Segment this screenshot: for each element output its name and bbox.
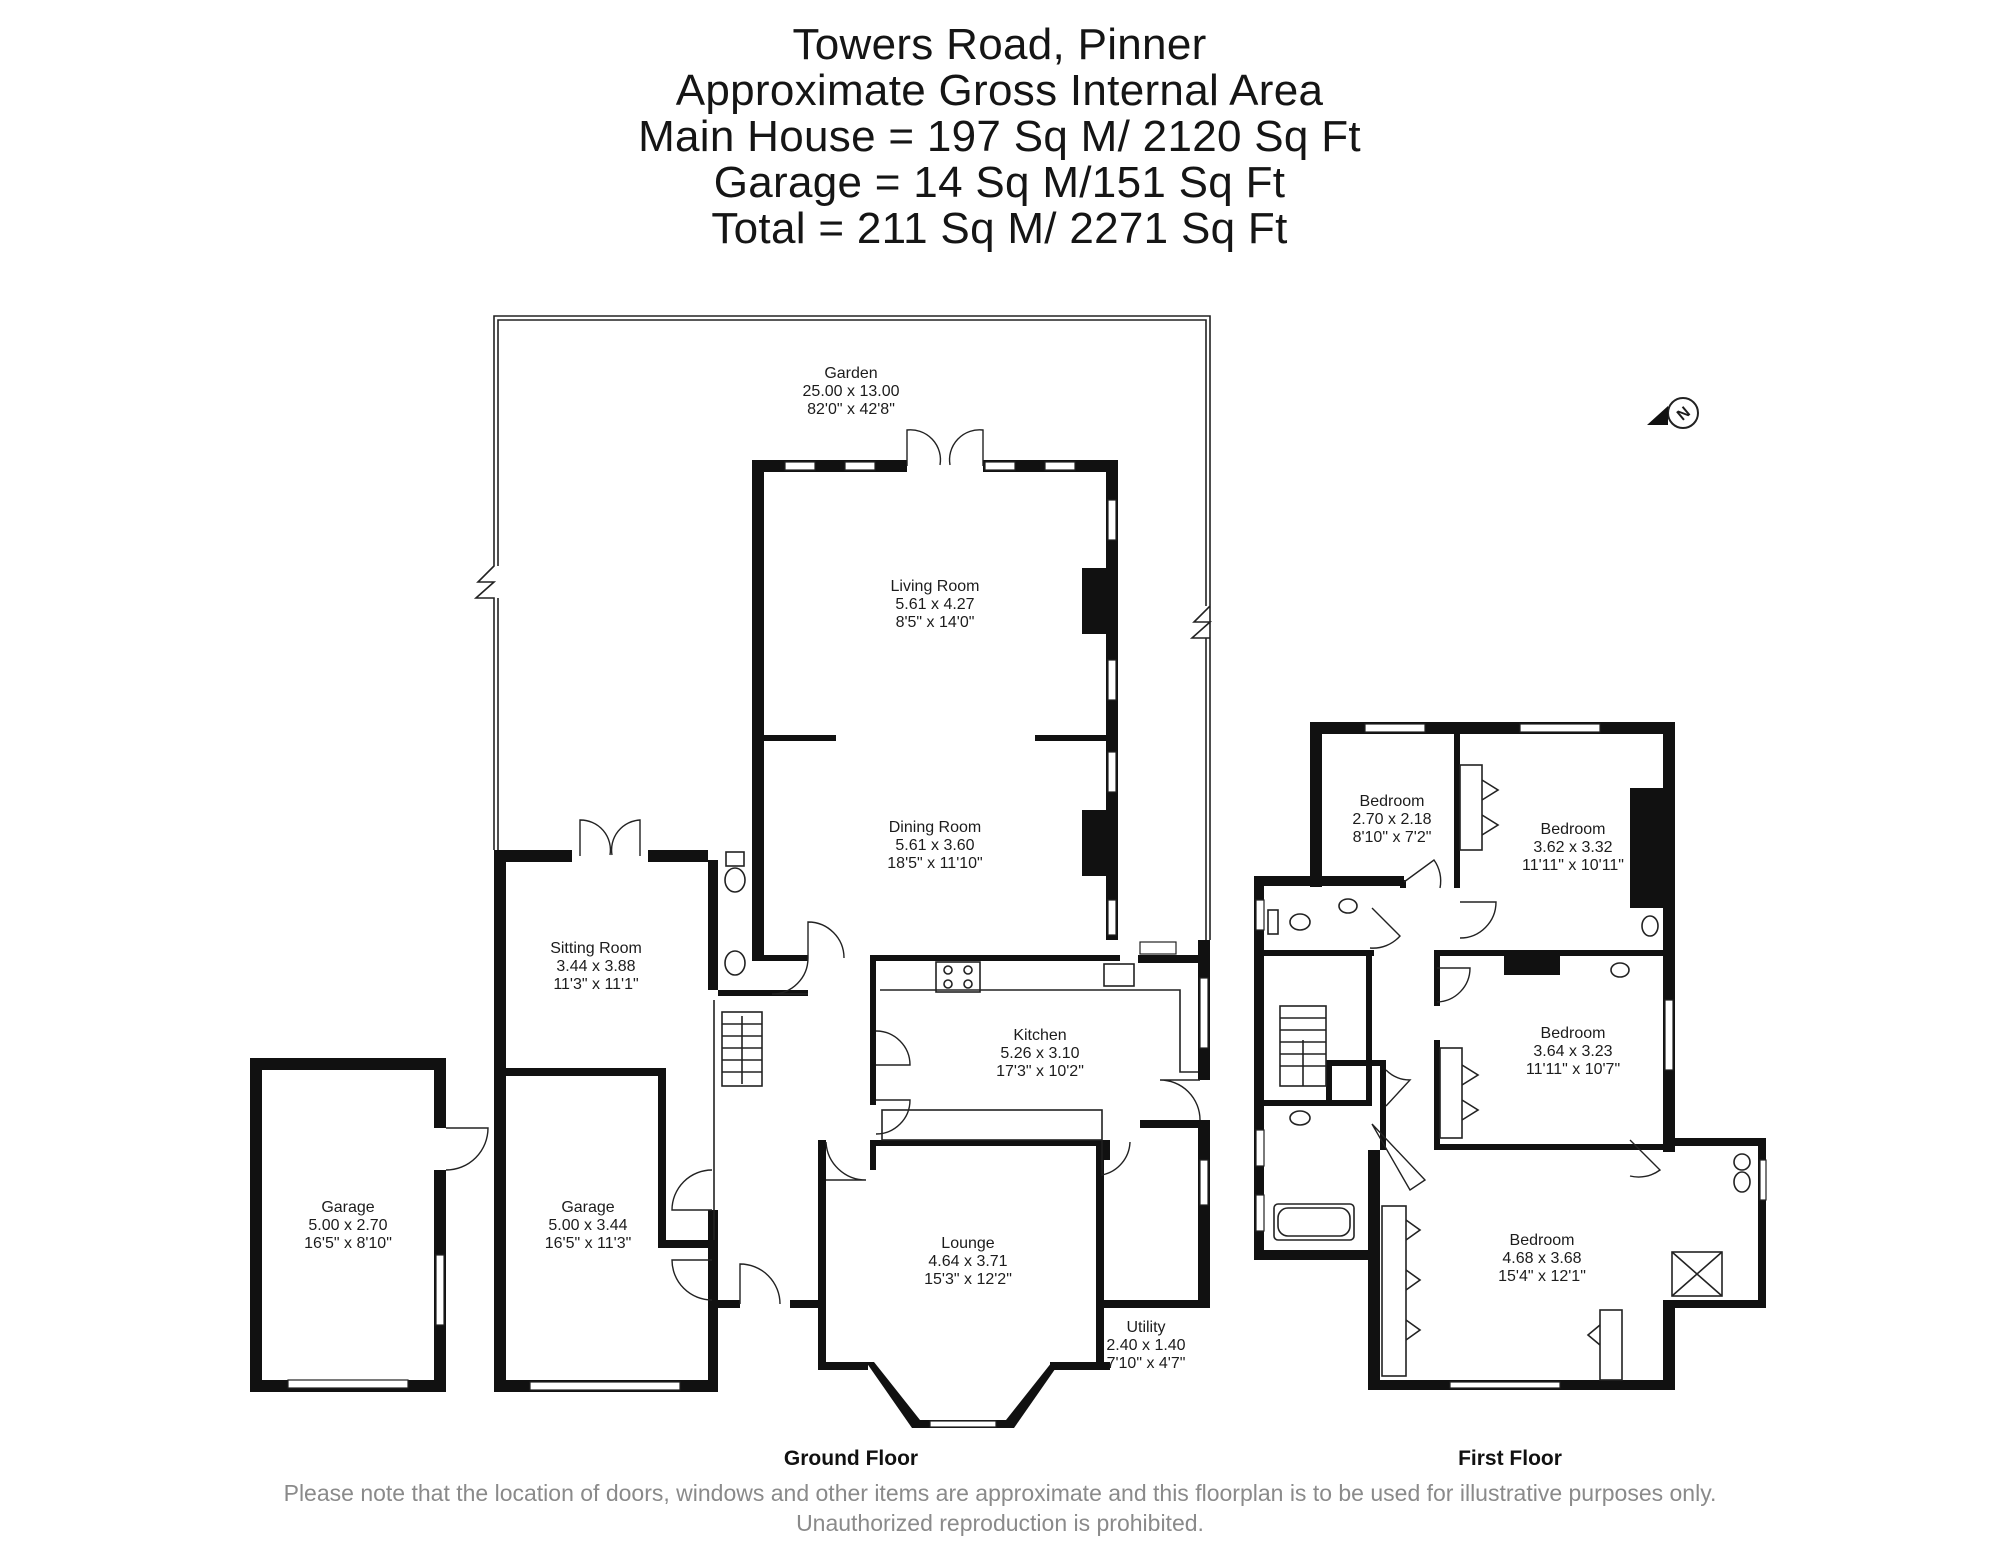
- property-address: Towers Road, Pinner: [792, 20, 1207, 69]
- living-imperial: 8'5" x 14'0": [896, 614, 975, 631]
- total-area: Total = 211 Sq M/ 2271 Sq Ft: [711, 204, 1288, 253]
- first-floor-fittings: [1267, 764, 1751, 1381]
- room-utility: Utility 2.40 x 1.40 7'10" x 4'7": [1106, 1319, 1185, 1372]
- detached-garage: [250, 1058, 489, 1392]
- living-name: Living Room: [891, 578, 980, 595]
- compass-icon: N: [1647, 397, 1699, 429]
- lounge-metric: 4.64 x 3.71: [928, 1253, 1007, 1270]
- bed3-name: Bedroom: [1541, 1025, 1606, 1042]
- garden-imperial: 82'0" x 42'8": [807, 401, 895, 418]
- room-sitting: Sitting Room 3.44 x 3.88 11'3" x 11'1": [550, 940, 642, 993]
- bed3-metric: 3.64 x 3.23: [1533, 1043, 1612, 1060]
- garage1-name: Garage: [321, 1199, 374, 1216]
- lounge-imperial: 15'3" x 12'2": [924, 1271, 1012, 1288]
- room-kitchen: Kitchen 5.26 x 3.10 17'3" x 10'2": [996, 1027, 1084, 1080]
- ground-wc: [724, 851, 746, 976]
- garage1-metric: 5.00 x 2.70: [308, 1217, 387, 1234]
- garage2-name: Garage: [561, 1199, 614, 1216]
- lounge-name: Lounge: [941, 1235, 994, 1252]
- garage1-imperial: 16'5" x 8'10": [304, 1235, 392, 1252]
- ground-floor-doors: [579, 429, 1201, 1305]
- bed2-name: Bedroom: [1541, 821, 1606, 838]
- bed1-imperial: 8'10" x 7'2": [1353, 829, 1432, 846]
- ground-floor-label: Ground Floor: [784, 1447, 918, 1470]
- title-block: Towers Road, Pinner Approximate Gross In…: [0, 22, 1999, 252]
- garden-boundary: [473, 315, 1213, 940]
- garden-metric: 25.00 x 13.00: [803, 383, 900, 400]
- bed4-metric: 4.68 x 3.68: [1502, 1250, 1581, 1267]
- first-floor-windows: [1255, 723, 1767, 1389]
- room-garage-integral: Garage 5.00 x 3.44 16'5" x 11'3": [545, 1199, 632, 1252]
- garden-name: Garden: [824, 365, 877, 382]
- ground-floor-stairs: [713, 1000, 763, 1240]
- dining-imperial: 18'5" x 11'10": [887, 855, 982, 872]
- kitchen-fittings: [880, 961, 1198, 1141]
- sitting-metric: 3.44 x 3.88: [556, 958, 635, 975]
- kitchen-name: Kitchen: [1013, 1027, 1066, 1044]
- kitchen-imperial: 17'3" x 10'2": [996, 1063, 1084, 1080]
- sitting-imperial: 11'3" x 11'1": [553, 976, 638, 993]
- room-bedroom-3: Bedroom 3.64 x 3.23 11'11" x 10'7": [1526, 1025, 1620, 1078]
- room-bedroom-1: Bedroom 2.70 x 2.18 8'10" x 7'2": [1352, 793, 1431, 846]
- dining-name: Dining Room: [889, 819, 981, 836]
- bed1-name: Bedroom: [1360, 793, 1425, 810]
- room-bedroom-4: Bedroom 4.68 x 3.68 15'4" x 12'1": [1498, 1232, 1586, 1285]
- utility-imperial: 7'10" x 4'7": [1107, 1355, 1186, 1372]
- main-house-area: Main House = 197 Sq M/ 2120 Sq Ft: [638, 112, 1361, 161]
- bed4-imperial: 15'4" x 12'1": [1498, 1268, 1586, 1285]
- disclaimer-note: Please note that the location of doors, …: [283, 1480, 1717, 1536]
- kitchen-metric: 5.26 x 3.10: [1000, 1045, 1079, 1062]
- utility-name: Utility: [1126, 1319, 1165, 1336]
- first-floor-doors: [1369, 859, 1662, 1191]
- bed4-name: Bedroom: [1510, 1232, 1575, 1249]
- living-metric: 5.61 x 4.27: [895, 596, 974, 613]
- room-living: Living Room 5.61 x 4.27 8'5" x 14'0": [891, 578, 980, 631]
- ground-floor-walls: [494, 460, 1210, 1428]
- sitting-name: Sitting Room: [550, 940, 642, 957]
- room-lounge: Lounge 4.64 x 3.71 15'3" x 12'2": [924, 1235, 1012, 1288]
- ground-floor-windows: [784, 461, 1209, 1428]
- bed2-imperial: 11'11" x 10'11": [1522, 857, 1624, 874]
- dining-metric: 5.61 x 3.60: [895, 837, 974, 854]
- room-bedroom-2: Bedroom 3.62 x 3.32 11'11" x 10'11": [1522, 821, 1624, 874]
- garage2-imperial: 16'5" x 11'3": [545, 1235, 632, 1252]
- first-floor-walls: [1254, 722, 1766, 1390]
- bed3-imperial: 11'11" x 10'7": [1526, 1061, 1620, 1078]
- room-garden: Garden 25.00 x 13.00 82'0" x 42'8": [803, 365, 900, 418]
- area-heading: Approximate Gross Internal Area: [675, 66, 1324, 115]
- garage2-metric: 5.00 x 3.44: [548, 1217, 627, 1234]
- garage-area: Garage = 14 Sq M/151 Sq Ft: [713, 158, 1286, 207]
- compass-north-label: N: [1674, 404, 1694, 424]
- room-dining: Dining Room 5.61 x 3.60 18'5" x 11'10": [887, 819, 982, 872]
- room-garage-detached: Garage 5.00 x 2.70 16'5" x 8'10": [304, 1199, 392, 1252]
- first-floor-label: First Floor: [1458, 1447, 1562, 1470]
- bed1-metric: 2.70 x 2.18: [1352, 811, 1431, 828]
- utility-metric: 2.40 x 1.40: [1106, 1337, 1185, 1354]
- bed2-metric: 3.62 x 3.32: [1533, 839, 1612, 856]
